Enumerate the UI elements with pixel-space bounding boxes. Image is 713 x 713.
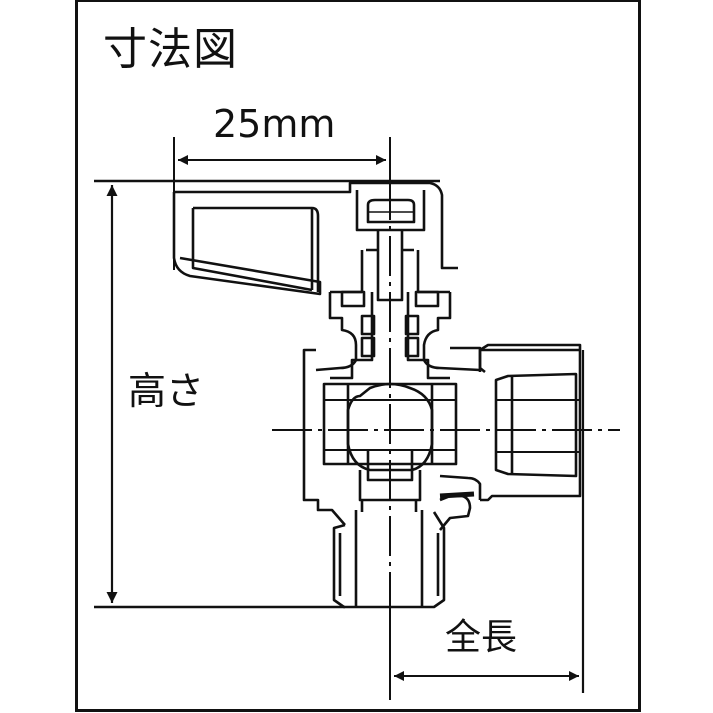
length-dimension xyxy=(389,350,585,693)
drawing-frame xyxy=(75,0,641,712)
outlet-port xyxy=(494,372,580,478)
width-dimension-label: 25mm xyxy=(213,102,336,146)
centre-lines xyxy=(272,180,620,700)
valve-handle xyxy=(172,181,458,296)
length-dimension-label: 全長 xyxy=(445,617,518,658)
height-dimension xyxy=(94,179,440,609)
height-dimension-label: 高さ xyxy=(128,369,205,413)
valve-bonnet xyxy=(315,290,481,380)
inlet-port xyxy=(332,491,475,609)
diagram-title: 寸法図 xyxy=(103,24,238,75)
